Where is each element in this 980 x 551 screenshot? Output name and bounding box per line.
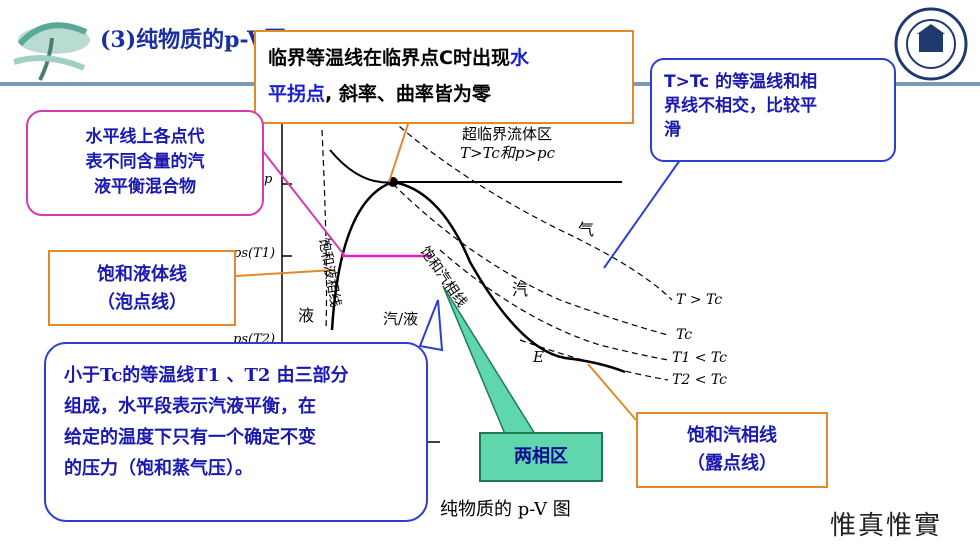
- callout-critical-text-a: 临界等温线在临界点C时出现: [268, 47, 510, 69]
- isotherm-t2-label: T2 < Tc: [672, 372, 727, 388]
- callout-supercrit-line-3: 滑: [664, 120, 681, 140]
- callout-liquid-line-2: （泡点线）: [97, 292, 187, 313]
- callout-critical-text-d: , 斜率、曲率皆为零: [325, 83, 491, 105]
- leader-critical: [388, 123, 409, 183]
- palm-logo-icon: [13, 22, 90, 81]
- isotherm-t-gt-tc: [391, 119, 673, 301]
- isotherm-tc: [392, 183, 669, 336]
- callout-isotherm-line-1: 小于Tc的等温线T1 、T2 由三部分: [64, 365, 349, 386]
- callout-saturated-vapor: 饱和汽相线 （露点线）: [636, 412, 828, 488]
- callout-saturated-liquid: 饱和液体线 （泡点线）: [48, 250, 236, 326]
- callout-supercrit-line-1: T>Tc 的等温线和相: [664, 72, 818, 92]
- region-gas-label: 气: [578, 220, 595, 239]
- callout-isotherm-line-3: 给定的温度下只有一个确定不变: [64, 427, 316, 448]
- region-vapor-label: 汽: [512, 280, 529, 299]
- axis-p-label: p: [264, 172, 273, 187]
- leader-liquid: [235, 269, 335, 277]
- saturation-dome: [330, 180, 626, 374]
- callout-isotherm-line-2: 组成，水平段表示汽液平衡，在: [64, 396, 316, 417]
- callout-vapor-line-1: 饱和汽相线: [687, 425, 777, 446]
- callout-supercrit-line-2: 界线不相交，比较平: [664, 96, 817, 116]
- callout-isotherm-line-4: 的压力（饱和蒸气压）。: [64, 458, 253, 479]
- region-vl-label: 汽/液: [383, 310, 419, 328]
- region-supercritical-l2: T>Tc和p>pc: [460, 144, 555, 162]
- isotherm-tc-label: Tc: [676, 327, 693, 343]
- callout-two-phase-region: 两相区: [479, 432, 603, 482]
- isotherm-t-gt-tc-label: T > Tc: [676, 292, 723, 308]
- callout-critical-point: 临界等温线在临界点C时出现水 平拐点, 斜率、曲率皆为零: [254, 30, 634, 124]
- callout-critical-text-c: 平拐点: [268, 83, 326, 105]
- isotherm-t1-label: T1 < Tc: [672, 350, 727, 366]
- callout-supercritical-isotherm: T>Tc 的等温线和相 界线不相交，比较平 滑: [650, 58, 896, 162]
- callout-liquid-line-1: 饱和液体线: [97, 264, 187, 285]
- callout-subcritical-isotherm: 小于Tc的等温线T1 、T2 由三部分 组成，水平段表示汽液平衡，在 给定的温度…: [44, 342, 428, 522]
- callout-vapor-line-2: （露点线）: [687, 453, 777, 474]
- region-liquid-label: 液: [298, 306, 315, 325]
- region-supercritical-l1: 超临界流体区: [462, 125, 553, 143]
- leader-vapor: [587, 363, 637, 421]
- leader-isotherm: [418, 299, 444, 352]
- callout-horizontal-line-1: 水平线上各点代: [85, 127, 205, 147]
- university-motto: 惟真惟實: [830, 511, 943, 541]
- callout-horizontal-line-2: 表不同含量的汽: [85, 152, 205, 172]
- leader-supercrit: [603, 159, 681, 269]
- callout-horizontal-line-3: 液平衡混合物: [94, 177, 196, 197]
- point-e-label: E: [533, 348, 544, 366]
- leader-horizontal: [261, 149, 346, 257]
- university-seal-icon: [894, 7, 968, 81]
- axis-ps-t1-label: ps(T1): [233, 246, 276, 261]
- isotherm-t1: [439, 249, 669, 361]
- isotherm-t2: [519, 339, 669, 381]
- callout-horizontal-line: 水平线上各点代 表不同含量的汽 液平衡混合物: [26, 110, 264, 216]
- figure-caption: 纯物质的 p-V 图: [440, 499, 571, 520]
- callout-critical-text-b: 水: [509, 47, 529, 69]
